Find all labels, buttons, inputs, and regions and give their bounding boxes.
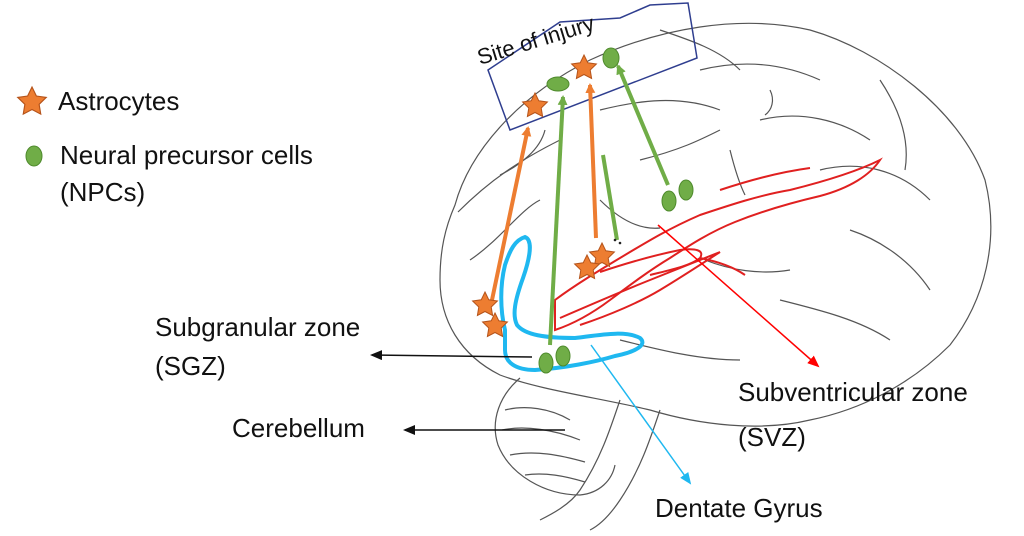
astrocyte-star-icon — [481, 311, 509, 338]
site-of-injury-box — [487, 2, 698, 131]
cerebellum-label: Cerebellum — [232, 413, 365, 443]
npc-arrow — [616, 64, 670, 186]
astrocyte-star-icon — [521, 91, 549, 118]
dentate-pointer-arrow — [590, 344, 692, 485]
npc-oval-icon — [546, 76, 570, 92]
svz-label-line2: (SVZ) — [738, 422, 806, 452]
brain-sketch — [439, 22, 992, 531]
npc-arrow — [601, 154, 619, 241]
astrocyte-star-icon — [588, 241, 616, 268]
npc-oval-icon — [602, 47, 620, 69]
astrocyte-cells — [471, 53, 616, 338]
legend-oval-icon — [25, 145, 43, 167]
site-of-injury-label: Site of injury — [474, 10, 597, 69]
astrocyte-arrow — [585, 83, 598, 239]
astrocyte-star-icon — [570, 53, 598, 80]
npc-oval-icon — [555, 345, 571, 367]
legend-npc-label-line1: Neural precursor cells — [60, 140, 313, 170]
legend-astrocytes-label: Astrocytes — [58, 86, 180, 116]
npc-cells — [538, 47, 694, 374]
svz-outline — [554, 157, 883, 332]
dot-mark — [618, 241, 622, 245]
dot-mark — [613, 238, 617, 242]
label-pointers — [370, 224, 820, 485]
npc-oval-icon — [678, 179, 694, 201]
legend-star-icon — [16, 85, 48, 116]
npc-oval-icon — [538, 352, 554, 374]
astrocyte-star-icon — [573, 253, 601, 280]
sgz-label-line2: (SGZ) — [155, 351, 226, 381]
npc-arrow — [548, 95, 568, 346]
astrocyte-arrow — [490, 126, 532, 301]
svz-label-line1: Subventricular zone — [738, 377, 968, 407]
dentate-gyrus-label: Dentate Gyrus — [655, 493, 823, 523]
sgz-pointer-arrow — [370, 350, 533, 361]
npc-oval-icon — [661, 190, 677, 212]
sgz-label-line1: Subgranular zone — [155, 312, 361, 342]
astrocyte-star-icon — [471, 290, 499, 317]
svz-pointer-arrow — [657, 224, 820, 368]
migration-arrows — [490, 64, 670, 346]
legend-npc-label-line2: (NPCs) — [60, 177, 146, 207]
